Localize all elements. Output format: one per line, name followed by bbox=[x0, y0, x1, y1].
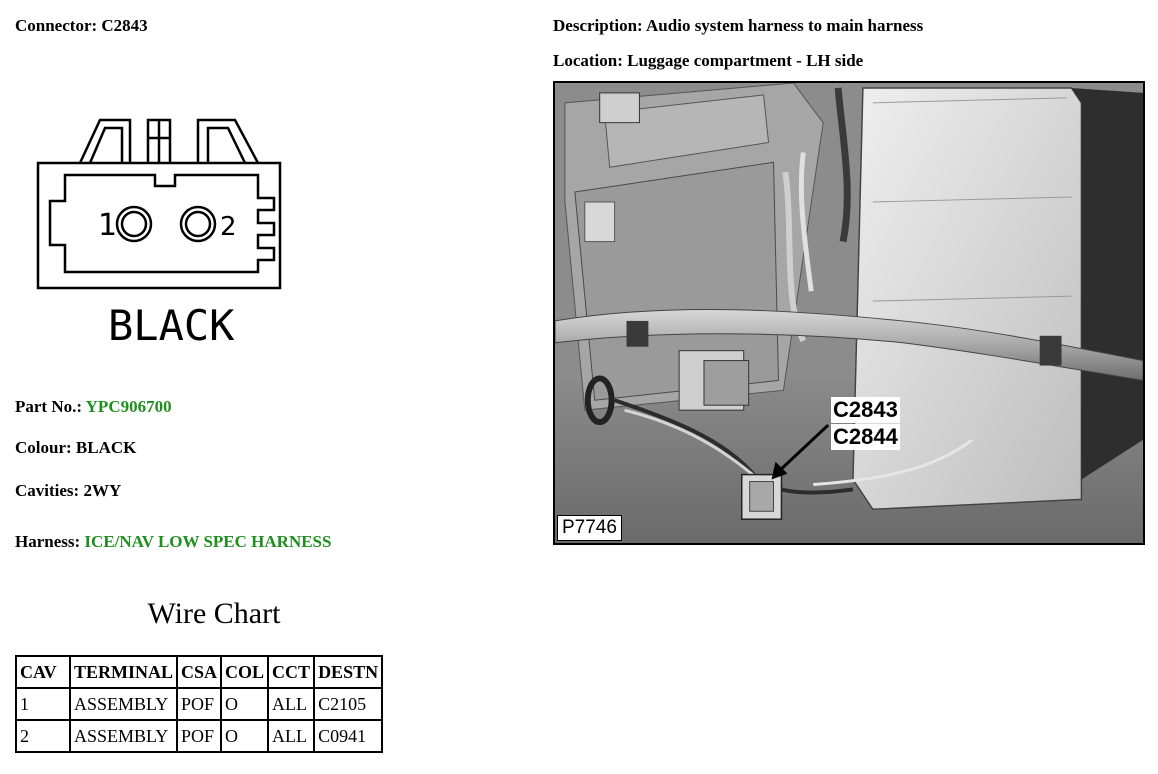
cavities-value: 2WY bbox=[83, 481, 122, 500]
connector-value: C2843 bbox=[101, 16, 148, 35]
cell-terminal: ASSEMBLY bbox=[68, 719, 179, 753]
cavities-label: Cavities: bbox=[15, 481, 80, 500]
table-header-row: CAV TERMINAL CSA COL CCT DESTN bbox=[15, 655, 384, 689]
cell-csa: POF bbox=[176, 687, 223, 721]
table-row: 1 ASSEMBLY POF O ALL C2105 bbox=[15, 687, 384, 721]
description-value: Audio system harness to main harness bbox=[646, 16, 924, 35]
header-terminal: TERMINAL bbox=[68, 655, 179, 689]
header-cav: CAV bbox=[15, 655, 71, 689]
part-no-label: Part No.: bbox=[15, 397, 83, 416]
harness-row: Harness: ICE/NAV LOW SPEC HARNESS bbox=[15, 532, 331, 552]
callout-c2843: C2843 bbox=[831, 397, 900, 423]
wire-chart-table: CAV TERMINAL CSA COL CCT DESTN 1 ASSEMBL… bbox=[15, 655, 384, 753]
cell-destn: C0941 bbox=[313, 719, 384, 753]
part-no-value: YPC906700 bbox=[85, 397, 172, 416]
harness-label: Harness: bbox=[15, 532, 81, 551]
callout-c2844: C2844 bbox=[831, 424, 900, 450]
location-label: Location: bbox=[553, 51, 623, 70]
cell-cav: 1 bbox=[15, 687, 71, 721]
pin-2-label: 2 bbox=[220, 212, 237, 242]
diagram-colour-text: BLACK bbox=[108, 301, 235, 350]
location-photo: C2843 C2844 P7746 bbox=[553, 81, 1145, 545]
header-csa: CSA bbox=[176, 655, 223, 689]
pin-1-label: 1 bbox=[98, 208, 117, 243]
location-row: Location: Luggage compartment - LH side bbox=[553, 51, 863, 71]
location-value: Luggage compartment - LH side bbox=[627, 51, 864, 70]
part-no-row: Part No.: YPC906700 bbox=[15, 397, 172, 417]
colour-value: BLACK bbox=[75, 438, 137, 457]
cell-cav: 2 bbox=[15, 719, 71, 753]
cell-col: O bbox=[220, 719, 270, 753]
photo-illustration bbox=[555, 83, 1143, 543]
photo-reference: P7746 bbox=[557, 515, 622, 541]
header-destn: DESTN bbox=[313, 655, 384, 689]
wire-chart-title: Wire Chart bbox=[147, 597, 281, 630]
cell-destn: C2105 bbox=[313, 687, 384, 721]
cell-cct: ALL bbox=[267, 719, 316, 753]
connector-label: Connector: bbox=[15, 16, 98, 35]
description-row: Description: Audio system harness to mai… bbox=[553, 16, 923, 36]
cell-cct: ALL bbox=[267, 687, 316, 721]
cell-csa: POF bbox=[176, 719, 223, 753]
colour-label: Colour: bbox=[15, 438, 72, 457]
header-cct: CCT bbox=[267, 655, 316, 689]
harness-value: ICE/NAV LOW SPEC HARNESS bbox=[84, 532, 332, 551]
cell-col: O bbox=[220, 687, 270, 721]
cavities-row: Cavities: 2WY bbox=[15, 481, 121, 501]
connector-heading: Connector: C2843 bbox=[15, 16, 148, 36]
connector-diagram: 1 2 BLACK bbox=[36, 118, 282, 350]
table-row: 2 ASSEMBLY POF O ALL C0941 bbox=[15, 719, 384, 753]
header-col: COL bbox=[220, 655, 270, 689]
colour-row: Colour: BLACK bbox=[15, 438, 136, 458]
description-label: Description: bbox=[553, 16, 643, 35]
cell-terminal: ASSEMBLY bbox=[68, 687, 179, 721]
